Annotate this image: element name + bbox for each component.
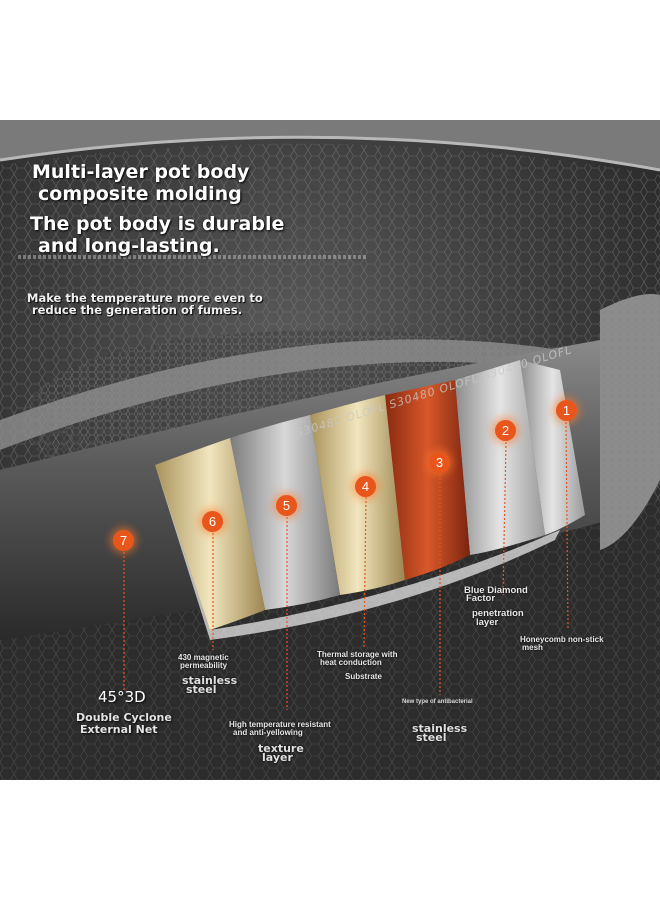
label-high-temp-2: and anti-yellowing bbox=[233, 728, 303, 737]
label-cyclone-1: Double Cyclone bbox=[76, 711, 172, 724]
label-cyclone-2: External Net bbox=[80, 723, 158, 736]
label-substrate: Substrate bbox=[345, 672, 382, 681]
label-antibacterial: New type of antibacterial bbox=[402, 699, 473, 705]
label-magnetic-2: permeability bbox=[180, 661, 228, 670]
label-penetration-2: layer bbox=[476, 617, 499, 628]
label-magnetic-1: 430 magnetic bbox=[178, 653, 229, 662]
headline-line4: and long-lasting. bbox=[38, 235, 220, 257]
label-thermal-2: heat conduction bbox=[320, 658, 382, 667]
label-degree: 45°3D bbox=[98, 688, 146, 706]
pan-illustration bbox=[0, 120, 660, 780]
label-blue-diamond-1: Blue Diamond bbox=[464, 585, 528, 596]
headline-line1: Multi-layer pot body bbox=[32, 161, 250, 183]
label-honeycomb-2: mesh bbox=[522, 643, 543, 652]
headline-line3: The pot body is durable bbox=[30, 213, 285, 235]
label-ss-right-1: stainless bbox=[412, 722, 468, 735]
label-honeycomb-1: Honeycomb non-stick bbox=[520, 635, 604, 644]
layer-badge-7: 7 bbox=[113, 530, 134, 551]
label-ss-left-1: stainless bbox=[182, 674, 238, 687]
label-thermal-1: Thermal storage with bbox=[317, 650, 398, 659]
layer-badge-3: 3 bbox=[429, 452, 450, 473]
layer-badge-1: 1 bbox=[556, 400, 577, 421]
label-blue-diamond-2: Factor bbox=[466, 593, 496, 604]
layer-badge-4: 4 bbox=[355, 476, 376, 497]
subheadline-line2: reduce the generation of fumes. bbox=[32, 303, 243, 317]
label-ss-left-2: steel bbox=[186, 683, 217, 696]
label-penetration-1: penetration bbox=[472, 608, 524, 619]
label-ss-right-2: steel bbox=[416, 731, 447, 744]
layer-badge-5: 5 bbox=[276, 495, 297, 516]
product-photo: S30480 OLOFL S30480 OLOFL S30480 OLOFL M… bbox=[0, 120, 660, 780]
subheadline-line1: Make the temperature more even to bbox=[27, 291, 263, 305]
layer-badge-6: 6 bbox=[202, 511, 223, 532]
headline-line2: composite molding bbox=[38, 183, 242, 205]
label-high-temp-1: High temperature resistant bbox=[229, 720, 331, 729]
label-texture-1: texture bbox=[258, 742, 304, 755]
label-texture-2: layer bbox=[262, 751, 293, 764]
fine-print-strip bbox=[18, 255, 368, 259]
layer-badge-2: 2 bbox=[495, 420, 516, 441]
